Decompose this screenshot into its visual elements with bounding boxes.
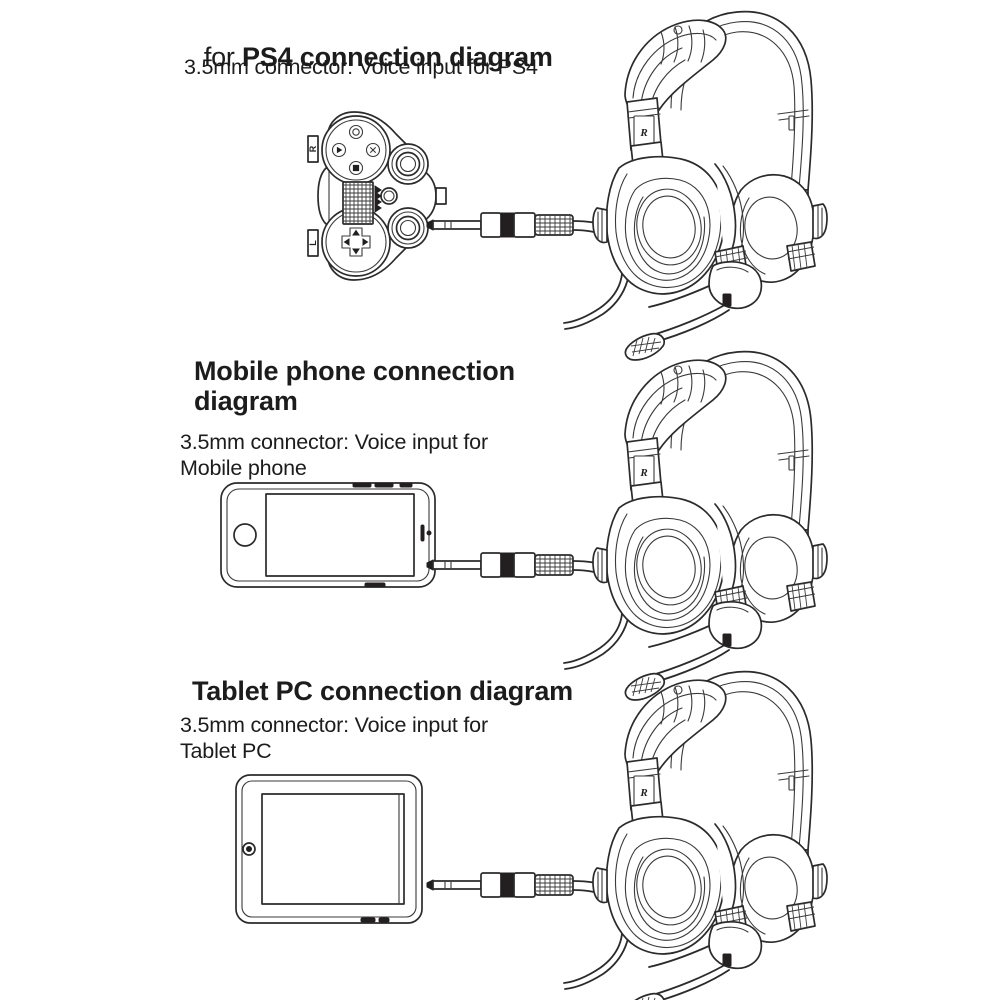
section-tablet-title: Tablet PC connection diagram <box>192 676 573 706</box>
controller-shoulder-l-label: L <box>308 240 318 246</box>
tablet-pc-illustration <box>233 772 433 932</box>
headset-illustration-tablet: R <box>565 654 865 1000</box>
section-tablet-subtitle: 3.5mm connector: Voice input for Tablet … <box>180 713 488 763</box>
headset-channel-label: R <box>639 787 647 799</box>
headset-channel-label: R <box>639 467 647 479</box>
section-ps4-title-prefix: for <box>203 42 243 72</box>
section-mobile-subtitle: 3.5mm connector: Voice input for Mobile … <box>180 430 488 480</box>
ps4-controller-illustration: R L <box>296 106 496 286</box>
controller-shoulder-r-label: R <box>308 145 318 152</box>
headset-illustration-mobile: R <box>565 334 865 701</box>
section-ps4-subtitle: 3.5mm connector: Voice input for PS4 <box>184 55 538 79</box>
ps4-connector-plug <box>425 196 675 346</box>
mobile-phone-illustration <box>218 480 448 600</box>
section-ps4-title: for PS4 connection diagram <box>160 12 553 102</box>
section-ps4-title-bold: PS4 connection diagram <box>242 42 553 72</box>
headset-channel-label: R <box>639 127 647 139</box>
mobile-connector-plug <box>425 536 675 686</box>
section-mobile-title: Mobile phone connection diagram <box>194 356 515 416</box>
headset-illustration-ps4: R <box>565 0 865 361</box>
